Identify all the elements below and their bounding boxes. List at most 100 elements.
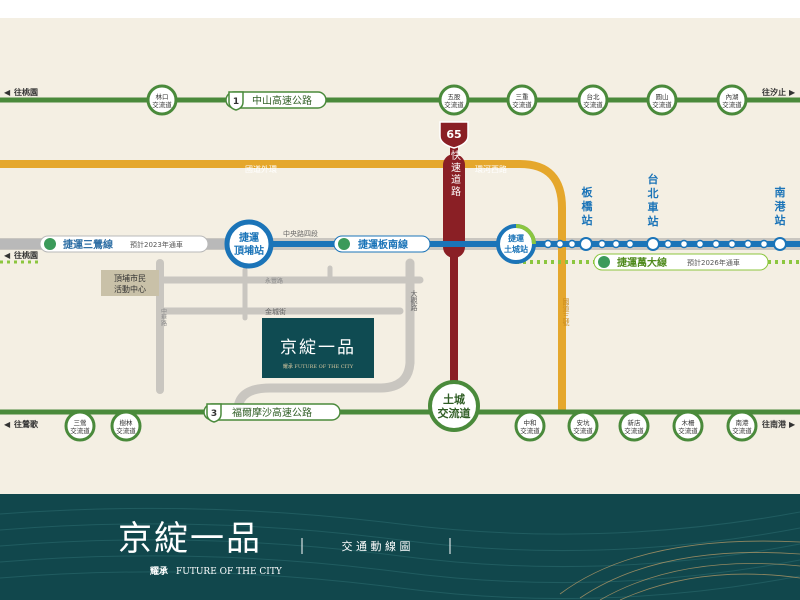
svg-text:◀: ◀ <box>4 420 11 429</box>
zhongyang-road-label: 中央路四段 <box>283 229 318 238</box>
svg-text:安坑: 安坑 <box>577 418 591 427</box>
svg-text:交流道: 交流道 <box>732 426 752 435</box>
svg-text:3: 3 <box>211 409 217 419</box>
expressway-65-label-bg <box>443 154 465 258</box>
svg-text:交流道: 交流道 <box>438 406 471 420</box>
svg-text:北: 北 <box>648 186 659 200</box>
orange-left-label: 國道外環 <box>245 164 277 174</box>
taipei-main-station-label: 台 <box>648 172 659 186</box>
activity-center: 頂埔市民 活動中心 <box>101 270 159 296</box>
dingpu-station: 捷運 頂埔站 <box>224 219 274 269</box>
svg-text:新店: 新店 <box>628 418 642 427</box>
svg-text:港: 港 <box>775 199 787 213</box>
svg-text:往汐止: 往汐止 <box>762 87 786 97</box>
zhongshan-highway-label: 1 中山高速公路 <box>225 91 327 111</box>
svg-text:站: 站 <box>775 213 786 227</box>
svg-text:林口: 林口 <box>156 92 169 101</box>
svg-text:台北: 台北 <box>587 92 601 101</box>
bannan-station-dots <box>543 239 769 249</box>
mrt-wanda-pill: 捷運萬大線 預計2026年通車 <box>593 253 769 271</box>
svg-text:往南港: 往南港 <box>762 419 787 429</box>
svg-text:五股: 五股 <box>448 93 462 101</box>
transit-map: 國道外環 環河西路 國道三號 65快速道路 65 板 橋 站 台 北 車 站 南… <box>0 18 800 494</box>
svg-text:◀: ◀ <box>4 88 11 97</box>
svg-text:捷運: 捷運 <box>508 233 524 243</box>
svg-text:活動中心: 活動中心 <box>114 284 146 294</box>
svg-text:車: 車 <box>648 200 659 214</box>
banqiao-station-label: 板 <box>582 185 594 199</box>
orange-ring-road <box>0 160 566 412</box>
svg-text:捷運三鶯線: 捷運三鶯線 <box>63 238 113 251</box>
svg-text:交流道: 交流道 <box>652 100 672 109</box>
svg-text:圓山: 圓山 <box>656 92 669 101</box>
direction-bottom-right: 往南港 ▶ <box>762 419 796 429</box>
svg-text:預計2026年通車: 預計2026年通車 <box>687 258 740 267</box>
svg-text:頂埔站: 頂埔站 <box>234 244 264 257</box>
mrt-bannan-pill: 捷運板南線 <box>333 235 431 253</box>
wave-pattern <box>0 507 800 600</box>
footer-label: 交 通 動 線 圖 <box>342 539 411 553</box>
direction-bottom-left: ◀ 往鶯歌 <box>4 419 39 429</box>
nangang-station-label: 南 <box>775 185 786 199</box>
svg-text:預計2023年通車: 預計2023年通車 <box>130 240 183 249</box>
svg-text:65: 65 <box>446 128 461 141</box>
direction-mid-left: ◀ 往桃園 <box>4 250 38 260</box>
svg-text:捷運板南線: 捷運板南線 <box>358 238 408 251</box>
svg-text:木柵: 木柵 <box>682 418 696 427</box>
svg-text:▶: ▶ <box>789 420 796 429</box>
svg-text:站: 站 <box>648 214 659 228</box>
svg-text:土城: 土城 <box>443 392 465 406</box>
footer-banner: 京綻一品 耀承 FUTURE OF THE CITY 交 通 動 線 圖 <box>0 494 800 600</box>
svg-text:中和: 中和 <box>524 418 537 427</box>
svg-text:南港: 南港 <box>736 418 750 427</box>
svg-text:交流道: 交流道 <box>512 100 532 109</box>
project-location: 京綻一品 耀承 FUTURE OF THE CITY <box>262 318 374 378</box>
gold-waves <box>559 540 800 600</box>
svg-text:頂埔市民: 頂埔市民 <box>114 273 146 283</box>
expressway-65-label: 65快速道路 <box>449 134 461 199</box>
vertical-small-road-label: 中華路 <box>160 307 167 327</box>
svg-text:捷運萬大線: 捷運萬大線 <box>617 256 667 269</box>
svg-text:站: 站 <box>582 213 593 227</box>
svg-text:往桃園: 往桃園 <box>14 87 38 97</box>
svg-text:橋: 橋 <box>582 199 594 213</box>
footer-subtitle: 耀承 <box>150 565 168 577</box>
svg-text:交流道: 交流道 <box>573 426 593 435</box>
svg-text:交流道: 交流道 <box>520 426 540 435</box>
svg-text:往鶯歌: 往鶯歌 <box>14 419 39 429</box>
svg-text:福爾摩沙高速公路: 福爾摩沙高速公路 <box>232 406 312 419</box>
svg-text:1: 1 <box>233 97 239 107</box>
mrt-sanying-pill: 捷運三鶯線 預計2023年通車 <box>39 235 209 253</box>
svg-text:交流道: 交流道 <box>152 100 172 109</box>
svg-text:內湖: 內湖 <box>726 92 740 101</box>
svg-text:三重: 三重 <box>516 93 530 101</box>
svg-text:交流道: 交流道 <box>444 100 464 109</box>
tucheng-interchange: 土城 交流道 <box>428 380 480 432</box>
daguan-road <box>233 258 415 413</box>
jincheng-street-label: 金城街 <box>265 307 286 316</box>
footer-title: 京綻一品 <box>118 519 262 559</box>
svg-text:交流道: 交流道 <box>70 426 90 435</box>
daguan-road-label: 大觀路 <box>410 289 418 312</box>
svg-text:京綻一品: 京綻一品 <box>280 338 356 358</box>
direction-top-right: 往汐止 ▶ <box>762 87 796 97</box>
svg-text:交流道: 交流道 <box>624 426 644 435</box>
svg-text:交流道: 交流道 <box>116 426 136 435</box>
svg-text:交流道: 交流道 <box>722 100 742 109</box>
svg-text:交流道: 交流道 <box>678 426 698 435</box>
tucheng-station: 捷運 土城站 <box>496 224 536 264</box>
